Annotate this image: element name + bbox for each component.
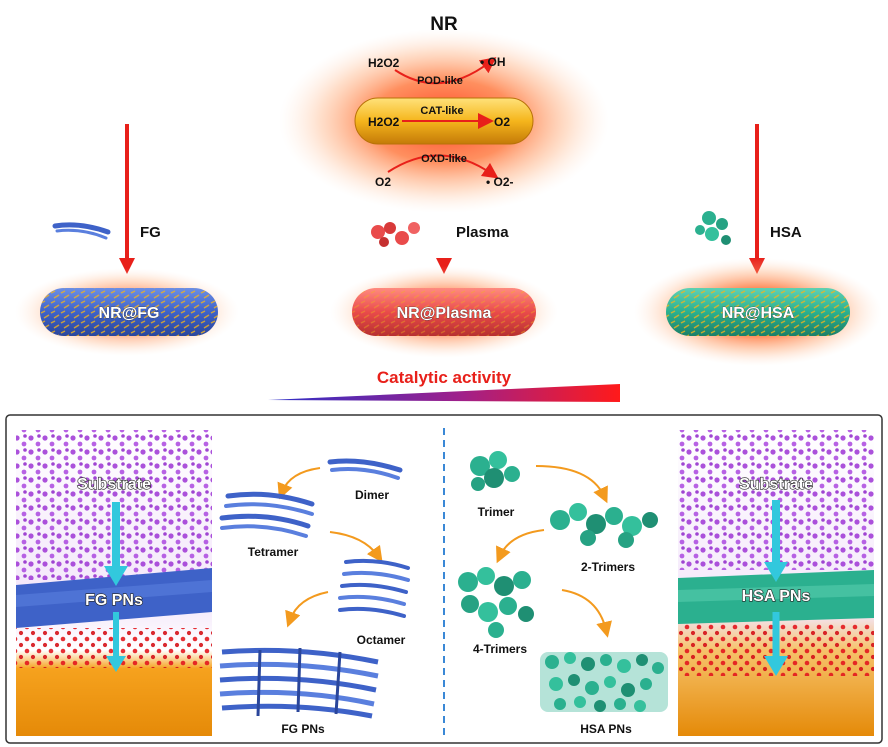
nr-hsa-texture <box>666 288 850 336</box>
hsa-trimer-label: Trimer <box>478 505 515 519</box>
fg-step-arrow-3 <box>285 591 329 628</box>
fg-octamer-icon <box>338 558 410 618</box>
pod-arrow <box>394 57 497 85</box>
pod-reaction: H2O2 POD-like • OH <box>368 55 506 87</box>
hsa-step-arrow-1 <box>535 465 608 504</box>
hsa-pns-layer-label: HSA PNs <box>742 588 811 605</box>
nr-fg-label: NR@FG <box>99 305 160 322</box>
fg-step-arrow-2 <box>329 531 383 563</box>
plasma-label: Plasma <box>456 224 509 241</box>
cat-product: O2 <box>494 115 510 129</box>
oxd-substrate: O2 <box>375 175 391 189</box>
hsa-4trimers-label: 4-Trimers <box>473 642 527 656</box>
cat-substrate: H2O2 <box>368 115 400 129</box>
hsa-pns-network-icon <box>540 652 668 712</box>
fg-label: FG <box>140 224 161 241</box>
catalytic-gradient-wedge <box>268 384 620 402</box>
hsa-substrate-panel <box>678 430 874 736</box>
fg-tetramer-icon <box>219 491 315 538</box>
pod-product: • OH <box>480 55 506 69</box>
oxd-reaction: OXD-like O2 • O2- <box>375 153 514 189</box>
fg-pns-network-icon <box>219 647 379 719</box>
fg-pns-label: FG PNs <box>281 722 325 736</box>
cat-label: CAT-like <box>420 105 463 117</box>
hsa-step-arrow-2 <box>496 529 545 564</box>
fg-substrate-panel <box>16 430 212 736</box>
fg-octamer-label: Octamer <box>357 633 406 647</box>
fg-tetramer-label: Tetramer <box>248 545 299 559</box>
hsa-2trimers-label: 2-Trimers <box>581 560 635 574</box>
nr-hsa-label: NR@HSA <box>722 305 795 322</box>
fg-dimer-icon <box>327 458 403 480</box>
fg-dimer-label: Dimer <box>355 488 389 502</box>
cat-reaction: H2O2 CAT-like O2 <box>368 105 510 129</box>
hsa-step-arrow-3 <box>561 589 612 638</box>
fg-protein-icon <box>52 222 111 240</box>
branch-arrowhead-left <box>119 258 135 274</box>
catalytic-activity-label: Catalytic activity <box>377 368 512 387</box>
hsa-label: HSA <box>770 224 802 241</box>
pod-substrate: H2O2 <box>368 56 400 70</box>
pod-label: POD-like <box>417 75 463 87</box>
hsa-4trimers-icon <box>458 567 534 638</box>
fg-substrate-label: Substrate <box>77 476 151 493</box>
hsa-pns-label: HSA PNs <box>580 722 632 736</box>
hsa-protein-icon <box>695 211 731 245</box>
plasma-protein-icon <box>371 222 420 247</box>
oxd-label: OXD-like <box>421 153 467 165</box>
nr-fg-texture <box>40 288 218 336</box>
hsa-substrate-label: Substrate <box>739 476 813 493</box>
hsa-2trimers-icon <box>550 503 658 548</box>
oxd-product: • O2- <box>486 175 514 189</box>
nr-plasma-label: NR@Plasma <box>397 305 492 322</box>
hsa-trimer-icon <box>470 451 520 491</box>
fg-step-arrow-1 <box>277 467 321 500</box>
oxd-arrow <box>387 154 499 179</box>
fg-pns-layer-label: FG PNs <box>85 592 143 609</box>
nr-plasma-texture <box>352 288 536 336</box>
